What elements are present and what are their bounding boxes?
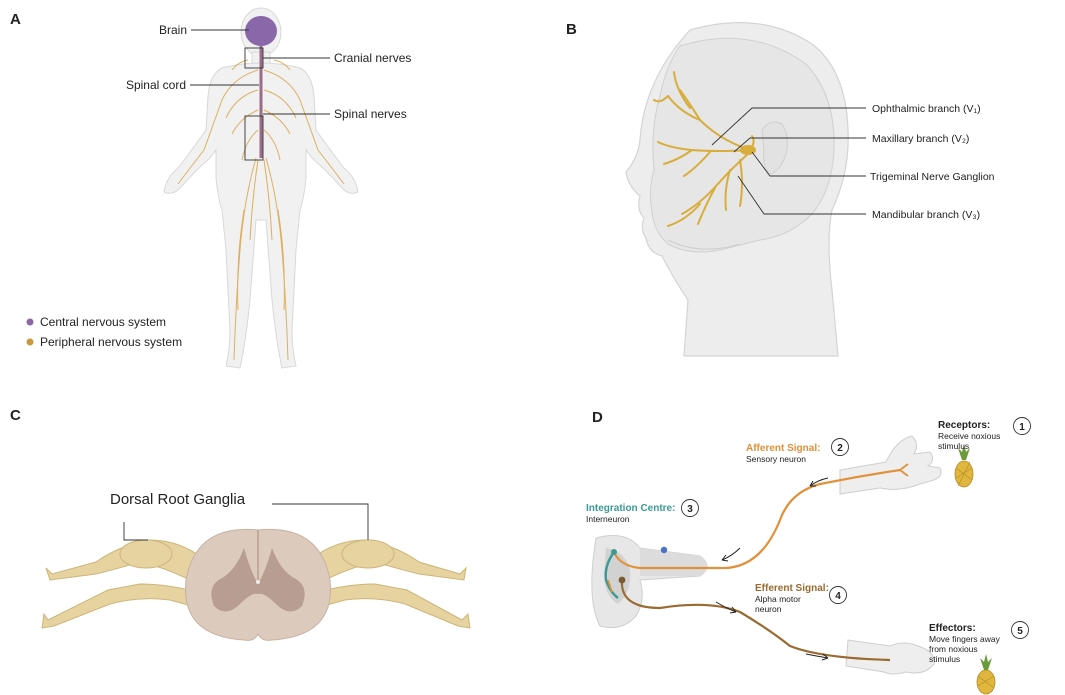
integration-desc: Interneuron	[586, 514, 630, 524]
legend-cns-label: Central nervous system	[40, 315, 166, 329]
efferent-desc-line1: Alpha motor	[755, 594, 801, 604]
receptors-desc-line1: Receive noxious	[938, 431, 1000, 441]
effectors-desc-line2: from noxious	[929, 644, 978, 654]
effectors-title: Effectors:	[929, 623, 976, 634]
panel-b: B	[566, 21, 995, 356]
mandibular-branch-label: Mandibular branch (V₃)	[872, 209, 980, 221]
step-1-number: 1	[1019, 422, 1025, 433]
afferent-title: Afferent Signal:	[746, 443, 820, 454]
pineapple-icon	[977, 654, 995, 694]
maxillary-branch-label: Maxillary branch (V₂)	[872, 133, 969, 145]
brain-label: Brain	[159, 23, 187, 37]
panel-c-letter: C	[10, 407, 21, 424]
brain-shape	[245, 16, 277, 46]
panel-d: D	[586, 409, 1031, 694]
panel-d-letter: D	[592, 409, 603, 426]
step-3-number: 3	[687, 504, 693, 515]
panel-c: C Dorsal Root Ganglia	[10, 407, 470, 640]
step-4-number: 4	[835, 591, 841, 602]
cranial-nerves-label: Cranial nerves	[334, 51, 411, 65]
step-receptors: Receptors: Receive noxious stimulus 1	[938, 418, 1031, 452]
spinal-cord-cross-section	[185, 529, 330, 640]
afferent-desc: Sensory neuron	[746, 454, 806, 464]
efferent-title: Efferent Signal:	[755, 583, 829, 594]
receptors-desc-line2: stimulus	[938, 441, 969, 451]
trigeminal-ganglion-label: Trigeminal Nerve Ganglion	[870, 171, 995, 183]
step-effectors: Effectors: Move fingers away from noxiou…	[929, 622, 1029, 665]
effectors-desc-line3: stimulus	[929, 654, 960, 664]
panel-b-letter: B	[566, 21, 577, 38]
panel-a: A	[10, 8, 411, 368]
ophthalmic-branch-label: Ophthalmic branch (V₁)	[872, 103, 981, 115]
legend: Central nervous system Peripheral nervou…	[27, 315, 183, 349]
head-profile	[626, 23, 848, 356]
spinal-cord-label: Spinal cord	[126, 78, 186, 92]
step-afferent: Afferent Signal: Sensory neuron 2	[746, 439, 849, 465]
step-5-number: 5	[1017, 626, 1023, 637]
legend-pns-dot	[27, 339, 34, 346]
effectors-desc-line1: Move fingers away	[929, 634, 1001, 644]
step-integration: Integration Centre: Interneuron 3	[586, 500, 699, 525]
panel-a-letter: A	[10, 11, 21, 28]
receptors-title: Receptors:	[938, 420, 990, 431]
step-2-number: 2	[837, 443, 843, 454]
spinal-nerves-label: Spinal nerves	[334, 107, 407, 121]
lower-hand-figure	[846, 640, 934, 674]
upper-hand-figure	[840, 436, 941, 494]
legend-pns-label: Peripheral nervous system	[40, 335, 182, 349]
integration-title: Integration Centre:	[586, 503, 675, 514]
legend-cns-dot	[27, 319, 34, 326]
dorsal-root-ganglia-label: Dorsal Root Ganglia	[110, 491, 246, 508]
efferent-desc-line2: neuron	[755, 604, 782, 614]
step-efferent: Efferent Signal: Alpha motor neuron 4	[755, 583, 847, 614]
